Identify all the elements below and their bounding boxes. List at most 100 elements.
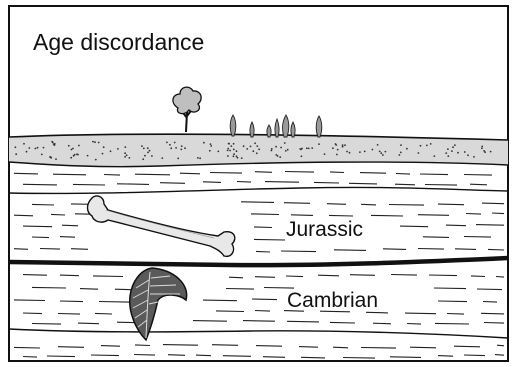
sediment-dash xyxy=(360,173,386,174)
sediment-dash xyxy=(256,251,270,252)
sediment-dash xyxy=(60,301,83,302)
soil-dot xyxy=(209,150,211,152)
sediment-dash xyxy=(497,345,504,346)
soil-dot xyxy=(230,145,232,147)
sediment-dash xyxy=(99,302,131,303)
soil-dot xyxy=(344,144,346,146)
sediment-dash xyxy=(80,289,98,290)
soil-dot xyxy=(147,147,149,149)
soil-dot xyxy=(169,144,171,146)
sediment-dash xyxy=(58,314,80,315)
sediment-dash xyxy=(95,313,112,314)
sediment-dash xyxy=(23,313,42,314)
diagram-title: Age discordance xyxy=(33,31,204,54)
soil-dot xyxy=(227,148,229,150)
soil-dot xyxy=(454,144,456,146)
sediment-dash xyxy=(438,356,453,357)
soil-dot xyxy=(342,144,344,146)
soil-dot xyxy=(364,151,366,153)
sediment-dash xyxy=(241,202,274,203)
soil-dot xyxy=(103,146,105,148)
layer-label-cambrian: Cambrian xyxy=(287,290,378,311)
soil-dot xyxy=(76,153,78,155)
soil-dot xyxy=(301,155,303,157)
soil-dot xyxy=(336,154,338,156)
soil-dot xyxy=(406,148,408,150)
sediment-dash xyxy=(32,324,61,325)
soil-dot xyxy=(430,143,432,145)
soil-dot xyxy=(87,155,89,157)
soil-dot xyxy=(15,146,17,148)
sediment-dash xyxy=(438,204,464,205)
sediment-dash xyxy=(286,276,303,277)
soil-dot xyxy=(481,146,483,148)
sediment-dash xyxy=(256,346,282,347)
sediment-dash xyxy=(14,249,28,250)
sediment-dash xyxy=(203,182,221,183)
soil-dot xyxy=(306,147,308,149)
sediment-dash xyxy=(333,347,348,348)
trilobite-fossil-icon xyxy=(130,268,187,340)
soil-dot xyxy=(445,152,447,154)
sediment-dash xyxy=(329,215,353,216)
soil-dot xyxy=(250,146,252,148)
sediment-dash xyxy=(23,357,37,358)
soil-dot xyxy=(236,150,238,152)
sediment-dash xyxy=(58,347,84,348)
sediment-dash xyxy=(255,172,272,173)
sediment-dash xyxy=(255,277,275,278)
sediment-dash xyxy=(330,172,344,173)
sediment-dash xyxy=(405,313,436,314)
soil-dot xyxy=(380,152,382,154)
soil-dot xyxy=(241,157,243,159)
soil-dot xyxy=(151,155,153,157)
sediment-dash xyxy=(32,204,54,205)
soil-dot xyxy=(23,143,25,145)
soil-dot xyxy=(377,144,379,146)
sediment-dash xyxy=(438,301,467,302)
sediment-dash xyxy=(350,275,375,276)
sediment-dash xyxy=(464,237,491,238)
sediment-dash xyxy=(343,358,375,359)
sediment-dash xyxy=(212,345,238,346)
sediment-dash xyxy=(210,173,242,174)
sediment-dash xyxy=(40,249,60,250)
sediment-dash xyxy=(466,214,481,215)
soil-dot xyxy=(217,151,219,153)
sediment-dash xyxy=(14,300,45,301)
sediment-dash xyxy=(366,312,388,313)
sediment-dash xyxy=(383,249,406,250)
sediment-dash xyxy=(484,323,504,324)
soil-dot xyxy=(95,159,97,161)
sediment-dash xyxy=(481,313,504,314)
sediment-dash xyxy=(216,311,244,312)
soil-dot xyxy=(142,158,144,160)
soil-dot xyxy=(420,145,422,147)
soil-dot xyxy=(110,150,112,152)
sediment-dash xyxy=(23,226,52,227)
sediment-dash xyxy=(23,184,57,185)
soil-dot xyxy=(246,148,248,150)
sediment-dash xyxy=(47,356,75,357)
soil-dot xyxy=(399,154,401,156)
soil-dot xyxy=(243,145,245,147)
sediment-dash xyxy=(14,347,40,348)
sediment-dash xyxy=(14,173,38,174)
sediment-dash xyxy=(243,321,275,322)
soil-dot xyxy=(41,154,43,156)
soil-dot xyxy=(144,155,146,157)
sediment-dash xyxy=(395,184,415,185)
soil-dot xyxy=(175,147,177,149)
sediment-dash xyxy=(117,184,149,185)
sediment-dash xyxy=(361,348,396,349)
sediment-dash xyxy=(263,357,285,358)
soil-dot xyxy=(324,153,326,155)
sediment-dash xyxy=(229,277,243,278)
sediment-dash xyxy=(477,289,502,290)
soil-dot xyxy=(74,154,76,156)
soil-layer xyxy=(9,134,508,166)
soil-dot xyxy=(102,153,104,155)
sediment-dash xyxy=(51,214,65,215)
sediment-dash xyxy=(464,355,485,356)
